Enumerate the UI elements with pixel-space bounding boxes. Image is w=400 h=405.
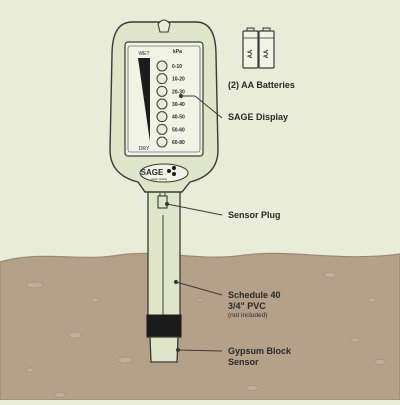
indicator-light: [156, 98, 168, 110]
dry-label: DRY: [139, 146, 150, 152]
brand-logo-oval: [139, 163, 189, 183]
display-callout: SAGE Display: [228, 112, 289, 122]
gypsum-block-callout-line1: Gypsum Block: [228, 346, 292, 356]
indicator-light: [156, 60, 168, 72]
pvc-callout-line1: Schedule 40: [228, 290, 281, 300]
sensor-plug: [157, 195, 168, 209]
sensor-plug-callout: Sensor Plug: [228, 210, 281, 220]
pvc-callout-line2: 3/4" PVC: [228, 301, 266, 311]
indicator-lights: [156, 60, 168, 148]
indicator-light: [156, 111, 168, 123]
scale-tick-label: 60-80: [172, 140, 185, 146]
brand-logo-dots: [167, 166, 176, 176]
indicator-light: [156, 136, 168, 148]
moisture-gauge-triangle: [138, 58, 150, 142]
callout-leaders: [164, 93, 223, 353]
display-bezel: [127, 45, 201, 153]
soil-ground: [0, 252, 400, 401]
scale-tick-label: 20-30: [172, 89, 185, 95]
brand-logo-text: SAGE: [141, 168, 164, 177]
soil-pebbles: [25, 272, 387, 398]
wet-label: WET: [138, 51, 149, 57]
pvc-pipe: [147, 189, 181, 321]
battery-left: [242, 27, 259, 69]
leader-pvc: [175, 281, 223, 296]
indicator-light: [156, 73, 168, 85]
battery-right-label: AA: [264, 49, 270, 58]
pvc-callout-note: (not included): [228, 312, 268, 319]
sensor-tip: [149, 336, 179, 363]
scale-tick-labels: 0-10 10-20 20-30 30-40 40-50 50-60 60-80: [172, 64, 185, 146]
gypsum-block-callout-line2: Sensor: [228, 357, 259, 367]
battery-left-label: AA: [248, 49, 254, 58]
unit-label: kPa: [173, 49, 182, 55]
battery-right: [258, 27, 275, 69]
scale-tick-label: 0-10: [172, 64, 182, 70]
leader-block: [177, 349, 223, 352]
hang-notch: [157, 19, 171, 33]
indicator-light: [156, 85, 168, 97]
scale-tick-label: 50-60: [172, 127, 185, 133]
scale-tick-label: 30-40: [172, 102, 185, 108]
leader-display: [194, 95, 223, 119]
scale-tick-label: 40-50: [172, 115, 185, 121]
scale-tick-label: 10-20: [172, 77, 185, 83]
gypsum-block: [146, 314, 182, 338]
batteries-callout: (2) AA Batteries: [228, 80, 295, 90]
leader-plug: [166, 203, 223, 216]
indicator-light: [156, 123, 168, 135]
brand-tagline: water wisely: [151, 177, 168, 181]
